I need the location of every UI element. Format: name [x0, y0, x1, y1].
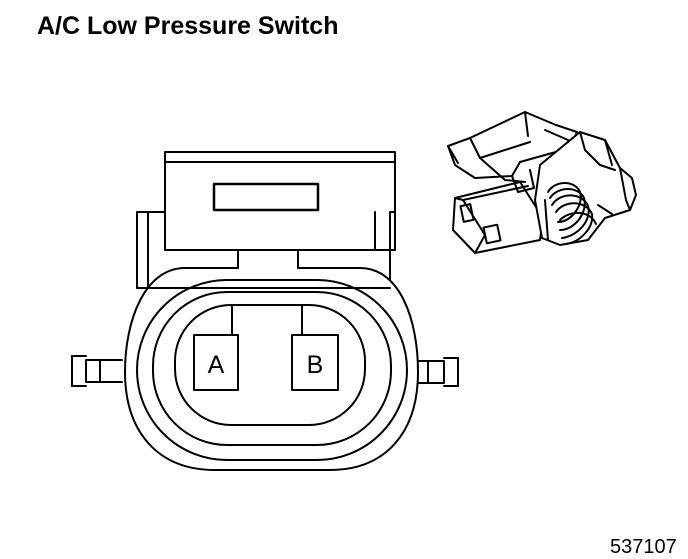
inner-seal [152, 291, 392, 446]
connector-face-view: A B [71, 151, 459, 471]
pin-a-label: A [208, 351, 225, 379]
connector-outer-body [124, 249, 419, 471]
locking-tab [164, 151, 396, 251]
pin-b-label: B [307, 351, 324, 379]
left-mounting-ear [71, 355, 123, 387]
pin-a: A [193, 304, 239, 391]
figure-id: 537107 [610, 536, 677, 558]
connector-isometric-view [447, 111, 637, 254]
terminal-cavity [174, 304, 366, 426]
right-shoulder [389, 211, 396, 289]
diagram-title: A/C Low Pressure Switch [37, 12, 339, 40]
pin-b: B [291, 304, 339, 391]
lock-window [212, 182, 320, 212]
outer-seal [136, 279, 408, 461]
